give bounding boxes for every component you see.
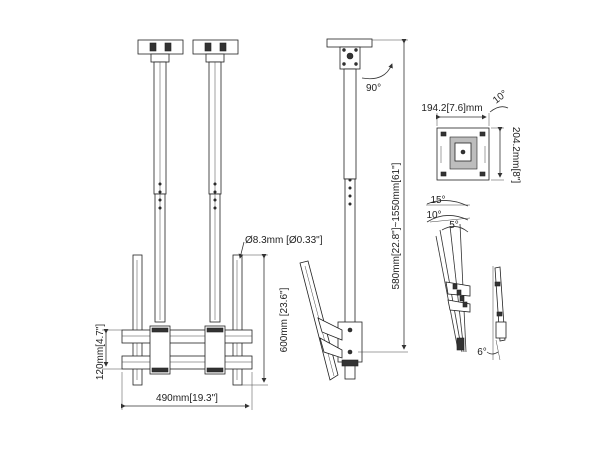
ceiling-plate-left [137, 39, 184, 55]
tilt-5-label: 5° [449, 220, 459, 231]
vesa-height-label: 600mm [23.6"] [279, 287, 290, 352]
bracket-width-label: 490mm[19.3"] [156, 393, 218, 404]
ceiling-plate-detail: 194.2[7.6]mm 204.2mm[8"] 10° [421, 88, 521, 183]
side-view: 90° 580mm[22.8"]~1550mm[61"] [299, 38, 408, 381]
tilt-10-label: 10° [426, 210, 441, 221]
rotation-label: 90° [366, 83, 381, 94]
bracket-offset-label: 120mm[4.7"] [95, 324, 106, 381]
tilt-15-label: 15° [430, 195, 445, 206]
ceiling-height-label: 580mm[22.8"]~1550mm[61"] [391, 162, 402, 289]
tilt-6-label: 6° [477, 347, 487, 358]
pole-left [153, 61, 167, 323]
plate-tilt-label: 10° [491, 88, 510, 106]
mounting-rails [121, 325, 253, 375]
side-pole [343, 68, 357, 180]
ceiling-plate-right [192, 39, 239, 55]
pole-right [208, 61, 222, 323]
plate-width-label: 194.2[7.6]mm [421, 103, 482, 114]
tilt-detail: 15° 10° 5° 6° [426, 195, 507, 361]
plate-height-label: 204.2mm[8"] [510, 127, 521, 184]
front-view: 600mm [23.6"] Ø8.3mm [Ø0.33"] 120mm[4.7"… [95, 39, 323, 410]
pole-hole-label: Ø8.3mm [Ø0.33"] [245, 235, 323, 246]
side-ceiling-plate [326, 38, 373, 48]
